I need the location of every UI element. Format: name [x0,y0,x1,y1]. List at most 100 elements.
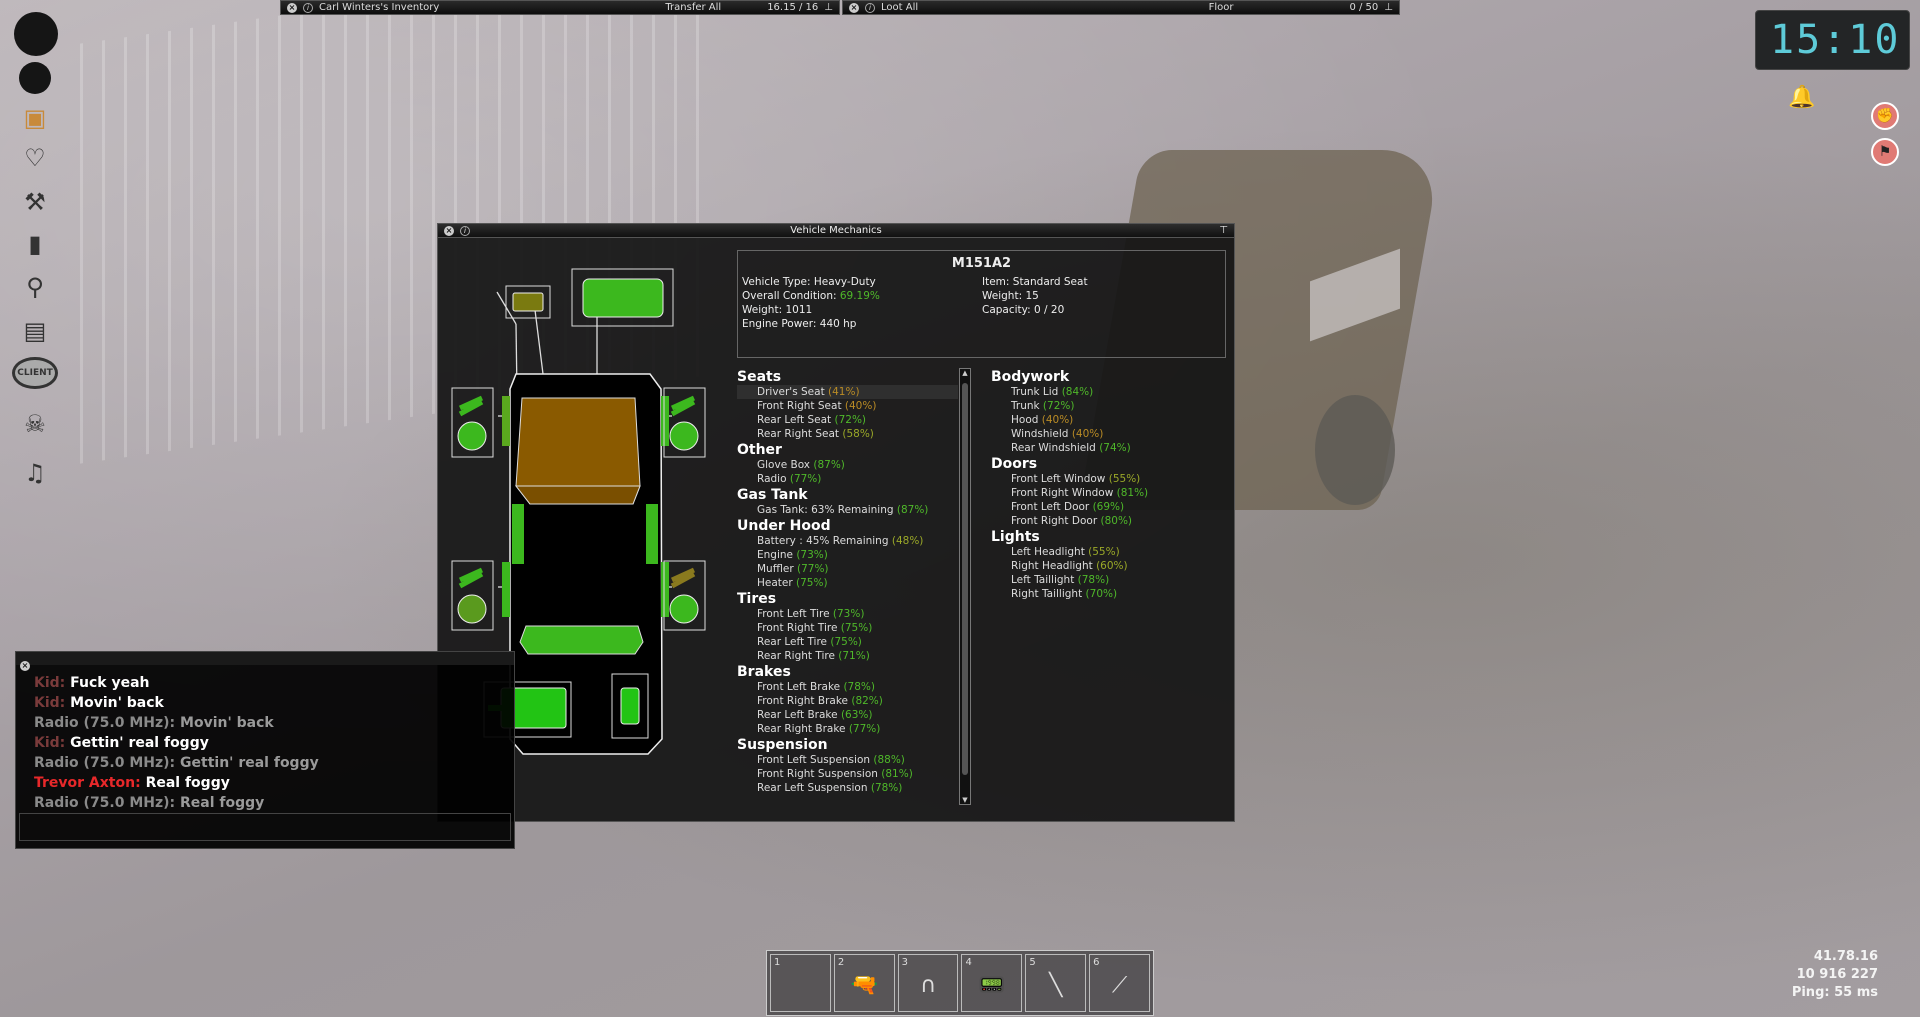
part-item[interactable]: Front Left Tire (73%) [737,607,958,621]
part-item[interactable]: Radio (77%) [737,472,958,486]
part-item[interactable]: Rear Left Brake (63%) [737,708,958,722]
part-item[interactable]: Glove Box (87%) [737,458,958,472]
part-item[interactable]: Engine (73%) [737,548,958,562]
info-icon[interactable]: i [303,2,313,13]
inventory-box-icon[interactable]: ▣ [23,104,47,132]
part-item[interactable]: Rear Right Brake (77%) [737,722,958,736]
part-item[interactable]: Front Right Door (80%) [991,514,1221,528]
cabinet-icon[interactable]: ▮ [28,230,42,258]
pvp-fist-icon[interactable]: ✊ [1871,102,1899,130]
scroll-up-icon[interactable]: ▲ [962,369,968,377]
hotbar-slot[interactable]: 1 [770,954,831,1012]
part-item[interactable]: Trunk Lid (84%) [991,385,1221,399]
rear-right-side-part[interactable] [661,562,669,617]
part-item[interactable]: Rear Left Suspension (78%) [737,781,958,795]
part-item[interactable]: Front Right Tire (75%) [737,621,958,635]
trunk-lid-part[interactable] [519,625,644,655]
part-name: Rear Left Brake [757,709,841,721]
close-icon[interactable]: × [849,2,859,13]
rear-right-wheel-part[interactable] [663,560,706,631]
collapse-icon[interactable]: ⊤ [1219,225,1228,236]
admin-icon[interactable]: ☠ [24,410,46,438]
front-left-door-part[interactable] [512,504,524,564]
pin-icon[interactable]: ⊥ [1384,2,1393,13]
player-portrait-icon[interactable] [14,12,58,56]
part-item[interactable]: Rear Left Seat (72%) [737,413,958,427]
crafting-hammer-icon[interactable]: ⚒ [24,188,46,216]
part-item[interactable]: Trunk (72%) [991,399,1221,413]
part-item[interactable]: Muffler (77%) [737,562,958,576]
part-item[interactable]: Front Right Seat (40%) [737,399,958,413]
rear-left-side-part[interactable] [502,562,510,617]
part-condition: (80%) [1100,515,1133,527]
part-item[interactable]: Right Headlight (60%) [991,559,1221,573]
close-icon[interactable]: × [20,661,30,671]
part-item[interactable]: Rear Right Tire (71%) [737,649,958,663]
pin-icon[interactable]: ⊥ [824,2,833,13]
secondary-portrait-icon[interactable] [19,62,51,94]
part-item[interactable]: Front Left Suspension (88%) [737,753,958,767]
rear-left-wheel-part[interactable] [451,560,494,631]
front-right-door-part[interactable] [646,504,658,564]
part-item[interactable]: Gas Tank: 63% Remaining (87%) [737,503,958,517]
front-right-wheel-part[interactable] [663,387,706,458]
map-icon[interactable]: ▤ [23,317,47,345]
parts-scrollbar[interactable]: ▲▼ [959,368,971,805]
part-item[interactable]: Rear Right Seat (58%) [737,427,958,441]
info-icon[interactable]: i [865,2,875,13]
windshield-part[interactable] [514,485,641,505]
part-item[interactable]: Hood (40%) [991,413,1221,427]
hotbar-slot[interactable]: 5╲ [1025,954,1087,1012]
part-item[interactable]: Right Taillight (70%) [991,587,1221,601]
scroll-down-icon[interactable]: ▼ [962,796,968,804]
part-item[interactable]: Battery : 45% Remaining (48%) [737,534,958,548]
battery-part[interactable] [505,285,551,319]
hotbar-slot[interactable]: 6⟋ [1089,954,1150,1012]
loot-bar[interactable]: ×i Loot All Floor 0 / 50⊥ [842,0,1400,15]
scroll-thumb[interactable] [962,383,968,775]
chat-input[interactable] [19,813,511,841]
transfer-all-button[interactable]: Transfer All [665,2,722,13]
search-magnifier-icon[interactable]: ⚲ [26,273,44,301]
part-item[interactable]: Front Left Door (69%) [991,500,1221,514]
part-item[interactable]: Rear Windshield (74%) [991,441,1221,455]
part-item[interactable]: Front Left Brake (78%) [737,680,958,694]
clock-time: 15:10 [1770,17,1901,63]
chat-line: Trevor Axton: Real foggy [34,773,319,793]
info-icon[interactable]: i [460,225,470,236]
hotbar-slot[interactable]: 3∩ [897,954,959,1012]
front-right-window-part[interactable] [661,396,669,446]
part-item[interactable]: Windshield (40%) [991,427,1221,441]
part-item[interactable]: Front Left Window (55%) [991,472,1221,486]
window-titlebar[interactable]: ×i Vehicle Mechanics ⊤ [438,224,1234,238]
loot-all-button[interactable]: Loot All [881,2,919,13]
health-heart-icon[interactable]: ♡ [24,144,46,172]
part-item[interactable]: Front Right Suspension (81%) [737,767,958,781]
front-left-window-part[interactable] [502,396,510,446]
part-name: Radio [757,473,790,485]
chat-message: Real foggy [180,795,265,811]
close-icon[interactable]: × [287,2,297,13]
muffler-part[interactable] [611,673,649,739]
engine-part[interactable] [571,268,674,327]
part-name: Windshield [1011,428,1072,440]
hotbar-slot[interactable]: 4📟 [961,954,1023,1012]
part-condition: (73%) [796,549,828,561]
close-icon[interactable]: × [444,225,454,236]
part-item[interactable]: Front Right Brake (82%) [737,694,958,708]
part-item[interactable]: Rear Left Tire (75%) [737,635,958,649]
alarm-bell-icon[interactable]: 🔔 [1788,85,1818,110]
part-item[interactable]: Front Right Window (81%) [991,486,1221,500]
part-item[interactable]: Left Taillight (78%) [991,573,1221,587]
music-icon[interactable]: ♫ [24,459,46,487]
safety-flag-icon[interactable]: ⚑ [1871,138,1899,166]
inventory-bar[interactable]: ×i Carl Winters's Inventory Transfer All… [280,0,840,15]
client-icon[interactable]: CLIENT [12,357,58,389]
part-item[interactable]: Heater (75%) [737,576,958,590]
part-item[interactable]: Left Headlight (55%) [991,545,1221,559]
hotbar-slot[interactable]: 2🔫 [833,954,895,1012]
front-left-wheel-part[interactable] [451,387,494,458]
part-item[interactable]: Driver's Seat (41%) [737,385,958,399]
